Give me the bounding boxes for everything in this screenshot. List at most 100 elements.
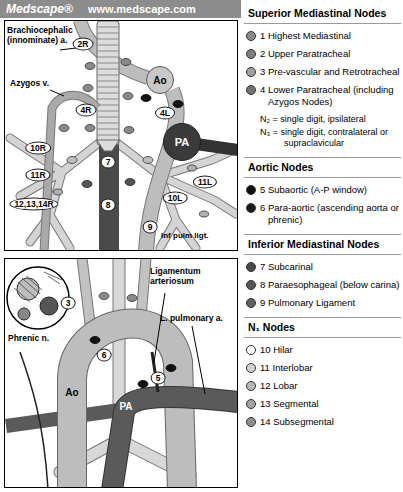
bronchus-outline [10,138,100,248]
lymph-node-station: 7 [101,156,116,169]
bottom-illustration [6,259,237,487]
lymph-node-station: 5 [151,372,166,385]
phrenic-nerve [20,352,48,487]
hatching [44,272,62,284]
lymph-node [82,181,92,188]
lymph-node [166,365,176,372]
node-label: 9 [148,222,153,233]
vein-outline [44,95,97,250]
lymph-node [127,295,137,302]
legend-text: 5 Subaortic (A-P window) [260,184,401,196]
lymph-node [99,293,109,300]
lymph-node [90,337,100,344]
node-label: Ao [153,75,166,86]
node-label: 10R [30,143,46,154]
panel-frame [5,21,238,251]
legend-swatch [246,49,256,59]
legend-swatch [246,85,256,95]
section-heading: Inferior Mediastinal Nodes [244,234,401,255]
legend-row: 5 Subaortic (A-P window) [244,184,401,196]
legend-swatch [246,203,256,213]
lymph-node-station: 9 [143,221,158,234]
lymph-node [83,85,93,92]
trachea [97,21,119,145]
tracheal-rings [97,27,119,141]
lymph-node [85,125,95,132]
node-label: PA [175,136,189,148]
lymph-node [173,101,183,108]
legend-text: 7 Subcarinal [260,261,401,273]
carina [97,140,119,151]
lymph-node-station: 2R [73,38,94,51]
legend-text: 8 Paraesophageal (below carina) [260,279,401,291]
legend-text: 3 Pre-vascular and Retrotracheal [260,66,401,78]
lymph-node-station: 12,13,14R [9,198,58,211]
node-label: 10L [168,193,183,204]
node-label: Ao [65,387,78,398]
anatomy-label: Phrenic n. [8,333,49,343]
lymph-node-station: 8 [101,199,116,212]
lymph-node-station: 10R [25,142,51,155]
header-bar [0,0,241,18]
vessel-label: PA [117,400,134,413]
node-label: 11L [198,177,212,188]
node-label: 4L [160,108,170,119]
lymph-node [143,157,153,164]
lymph-node-station: 3 [61,297,76,310]
legend-row: 13 Segmental [244,398,401,410]
legend-swatch [246,298,256,308]
legend-row: 7 Subcarinal [244,261,401,273]
legend-row: 12 Lobar [244,380,401,392]
node-label: 3 [66,298,71,309]
lymph-node-station: 4R [76,104,97,117]
legend-column: Superior Mediastinal Nodes 1 Highest Medi… [244,4,401,434]
legend-text: 1 Highest Mediastinal [260,30,401,42]
top-illustration [10,21,237,250]
lymph-node [54,189,63,195]
legend-row: 6 Para-aortic (ascending aorta or phreni… [244,202,401,226]
lymph-node-station: 10L [163,192,188,205]
legend-swatch [246,381,256,391]
pa-outline [112,397,237,487]
lymph-node-station: 11R [25,169,50,182]
lymph-node-station: 11L [193,176,217,189]
vessel-label: Ao [146,66,174,94]
legend-swatch [246,363,256,373]
vessel-label: Ao [63,386,80,399]
azygos-vein [44,95,97,250]
anatomy-label: Brachiocephalic (innominate) a. [7,25,81,45]
lymph-node [138,381,148,388]
anatomy-label: Azygos v. [10,78,49,88]
node-label: 12,13,14R [14,199,53,210]
anatomy-label: Ligamentum arteriosum [150,266,212,286]
legend-swatch [246,345,256,355]
node-label: 7 [106,157,111,168]
lymph-node [59,125,69,132]
legend-text: 10 Hilar [260,344,401,356]
hatching [14,276,42,302]
section-heading: Aortic Nodes [244,157,401,178]
legend-swatch [246,185,256,195]
legend-row: 9 Pulmonary Ligament [244,297,401,309]
section-heading: Superior Mediastinal Nodes [244,4,401,24]
legend-swatch [246,399,256,409]
node-label: PA [119,401,132,412]
section-heading: N₁ Nodes [244,317,401,338]
staging-note: N₂ = single digit, ipsilateral [260,114,401,125]
legend-swatch [246,280,256,290]
legend-text: 11 Interlobar [260,362,401,374]
staging-note: N₃ = single digit, contralateral or supr… [260,127,401,149]
vessel-section [18,308,30,320]
legend-row: 4 Lower Paratracheal (including Azygos N… [244,84,401,108]
lymph-node-station: 6 [97,349,112,362]
vessel-label: PA [163,123,201,161]
lymph-node [67,157,77,164]
anatomy-label: L. pulmonary a. [160,313,223,323]
descending-aorta [146,90,177,250]
lymph-node [85,63,95,70]
leader-line [50,47,84,96]
anatomy-label: Inf pulm ligt. [161,231,235,241]
legend-row: 10 Hilar [244,344,401,356]
legend-row: 14 Subsegmental [244,416,401,428]
